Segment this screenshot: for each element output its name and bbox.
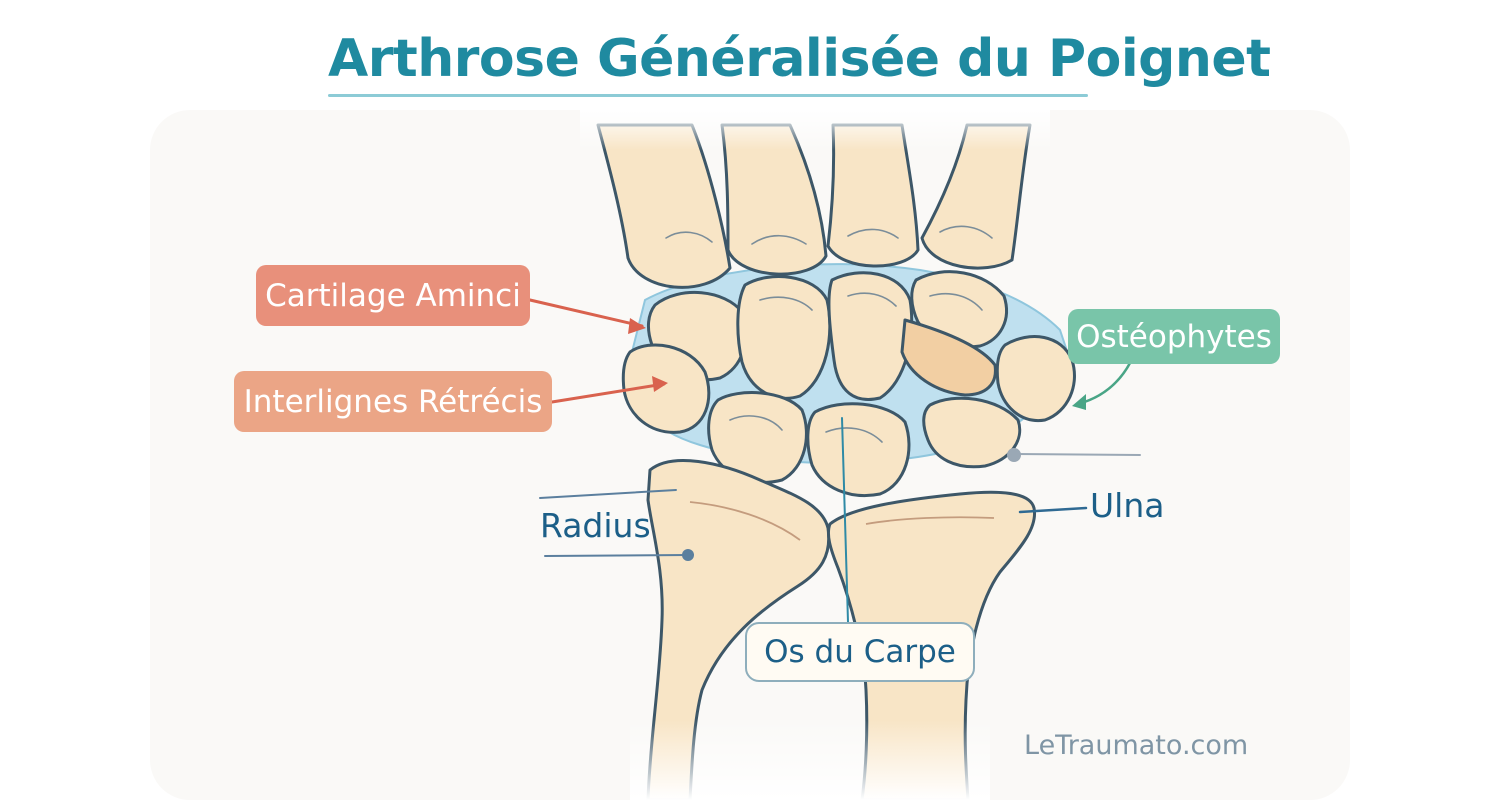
metacarpal-3 bbox=[826, 123, 920, 268]
cartilage-arrow-line bbox=[528, 298, 644, 328]
label-radius: Radius bbox=[540, 506, 651, 545]
carpe-leader bbox=[841, 417, 849, 623]
watermark: LeTraumato.com bbox=[1024, 730, 1249, 761]
carpal-bones-upper bbox=[621, 270, 1076, 434]
radius-crease bbox=[689, 501, 801, 541]
carpal-lunate bbox=[806, 402, 911, 497]
label-cartilage-aminci: Cartilage Aminci bbox=[256, 265, 530, 326]
pisiform-dot bbox=[1007, 448, 1021, 462]
metacarpals bbox=[596, 123, 1032, 289]
metacarpal-1 bbox=[596, 123, 732, 289]
arrow-heads bbox=[628, 318, 1086, 561]
metacarpal-4 bbox=[920, 123, 1032, 270]
carpal-pisiform bbox=[995, 335, 1076, 423]
carpal-capitate bbox=[827, 271, 914, 401]
carpal-hamate bbox=[910, 270, 1008, 349]
radius-dot bbox=[682, 549, 694, 561]
radius-leader bbox=[539, 489, 677, 499]
label-osteophytes: Ostéophytes bbox=[1068, 309, 1280, 364]
carpal-scaphoid bbox=[621, 343, 711, 434]
radius-leader-lower bbox=[544, 554, 689, 557]
carpal-triquetrum bbox=[922, 396, 1022, 469]
carpal-lunate-left bbox=[707, 391, 808, 484]
label-os-du-carpe: Os du Carpe bbox=[745, 622, 975, 682]
ulna-leader bbox=[1018, 506, 1088, 514]
carpal-bones-lower bbox=[707, 391, 1022, 497]
carpal-trapezoid bbox=[736, 275, 832, 400]
label-ulna: Ulna bbox=[1090, 486, 1165, 525]
forearm-fade bbox=[630, 720, 990, 800]
osteophytes-arrowhead bbox=[1072, 394, 1086, 410]
bone-texture bbox=[665, 225, 993, 443]
pisiform-leader bbox=[1013, 453, 1141, 456]
ulna-crease bbox=[865, 516, 995, 525]
metacarpal-2 bbox=[720, 123, 828, 276]
cartilage-arrowhead bbox=[628, 318, 646, 334]
metacarpal-fade bbox=[580, 110, 1050, 150]
carpal-osteophyte-region bbox=[900, 318, 997, 397]
interlignes-arrowhead bbox=[652, 376, 668, 392]
interlignes-arrow-line bbox=[550, 382, 666, 404]
radius-bone bbox=[646, 459, 831, 800]
page-title: Arthrose Généralisée du Poignet bbox=[328, 29, 1271, 89]
title-underline bbox=[328, 94, 1088, 97]
leader-lines bbox=[528, 298, 1141, 623]
label-interlignes-retrecis: Interlignes Rétrécis bbox=[234, 371, 552, 432]
